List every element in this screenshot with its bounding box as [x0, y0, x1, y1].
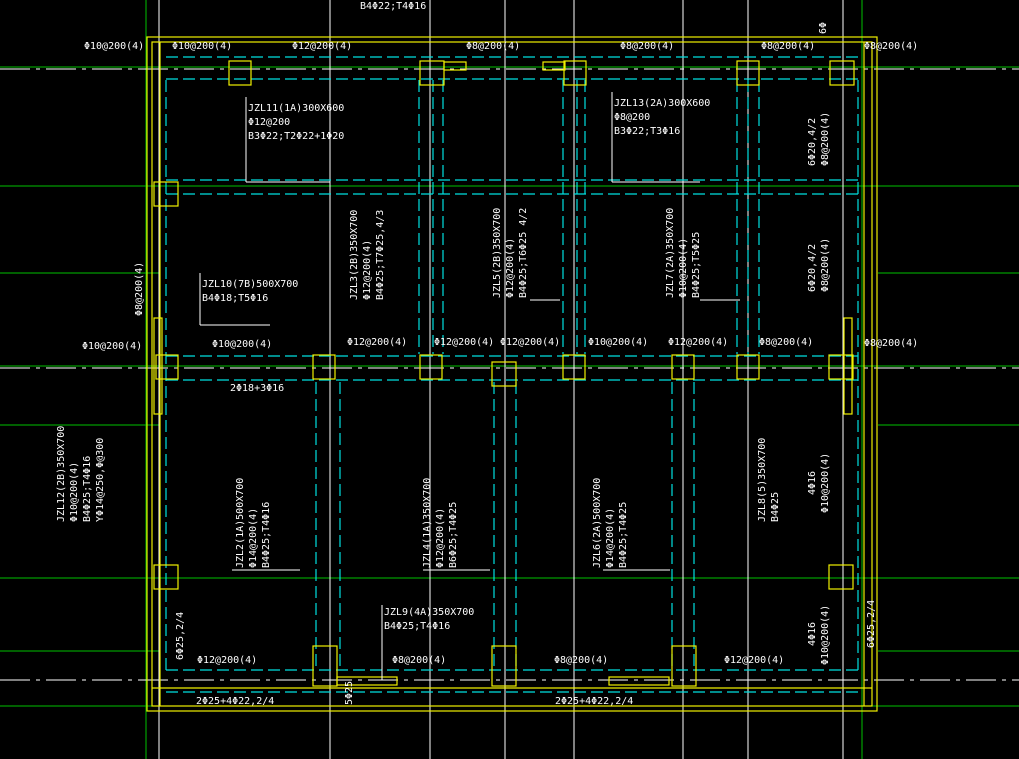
jzl5-line3: B4Φ25;T6Φ25 4/2	[518, 208, 529, 298]
outer-walls	[146, 36, 878, 712]
stirrup-top-b: Φ10@200(4)	[172, 41, 232, 52]
bar-bot-b: 2Φ25+4Φ22,2/4	[555, 696, 633, 707]
jzl3-line2: Φ12@200(4)	[362, 240, 373, 300]
stirrup-bot-d: Φ12@200(4)	[724, 655, 784, 666]
stirrup-top-f: Φ8@200(4)	[761, 41, 815, 52]
jzl5-line2: Φ12@200(4)	[505, 238, 516, 298]
stirrup-mid-b: Φ10@200(4)	[212, 339, 272, 350]
jzl12-line3: B4Φ25;T4Φ16	[82, 456, 93, 522]
right-bot-a-line1: 4Φ16	[807, 622, 818, 646]
bottom-bar-c: 5Φ25	[344, 681, 355, 705]
right-mid-line1: 6Φ20,4/2	[807, 244, 818, 292]
left-side-stirrup: Φ8@200(4)	[134, 262, 145, 316]
leader-lines	[199, 92, 740, 680]
right-bot-b: 6Φ25,2/4	[866, 600, 877, 648]
stirrup-top-e: Φ8@200(4)	[620, 41, 674, 52]
columns	[153, 60, 855, 687]
top-cut-label: B4Φ22;T4Φ16	[360, 1, 426, 12]
jzl2-line2: Φ14@200(4)	[248, 508, 259, 568]
stirrup-mid-g: Φ8@200(4)	[759, 337, 813, 348]
jzl6-line2: Φ14@200(4)	[605, 508, 616, 568]
jzl11-line1: JZL11(1A)300X600	[248, 103, 344, 114]
jzl4-line1: JZL4(1A)350X700	[422, 478, 433, 568]
jzl3-line3: B4Φ25;T7Φ25,4/3	[375, 210, 386, 300]
stirrup-bot-a: Φ12@200(4)	[197, 655, 257, 666]
jzl11-line2: Φ12@200	[248, 117, 290, 128]
jzl13-line3: B3Φ22;T3Φ16	[614, 126, 680, 137]
vertical-labels: 6Φ Φ8@200(4) JZL3(2B)350X700 Φ12@200(4) …	[56, 22, 877, 705]
jzl2-line1: JZL2(1A)500X700	[235, 478, 246, 568]
jzl12-line2: Φ10@200(4)	[69, 462, 80, 522]
jzl12-line1: JZL12(2B)350X700	[56, 426, 67, 522]
stirrup-bot-c: Φ8@200(4)	[554, 655, 608, 666]
jzl9-line1: JZL9(4A)350X700	[384, 607, 474, 618]
left-bottom-bar: 6Φ25,2/4	[175, 612, 186, 660]
right-mid-line2: Φ8@200(4)	[820, 238, 831, 292]
stirrup-mid-f: Φ12@200(4)	[668, 337, 728, 348]
stirrup-mid-e: Φ10@200(4)	[588, 337, 648, 348]
horizontal-labels: B4Φ22;T4Φ16 Φ10@200(4) Φ10@200(4) Φ12@20…	[82, 1, 918, 707]
top-right-cut: 6Φ	[818, 22, 829, 34]
jzl2-line3: B4Φ25;T4Φ16	[261, 502, 272, 568]
jzl7-line2: Φ10@200(4)	[678, 238, 689, 298]
jzl6-line1: JZL6(2A)500X700	[592, 478, 603, 568]
stirrup-top-a: Φ10@200(4)	[84, 41, 144, 52]
stirrup-top-d: Φ8@200(4)	[466, 41, 520, 52]
stirrup-mid-c: Φ12@200(4)	[347, 337, 407, 348]
right-top-line2: Φ8@200(4)	[820, 112, 831, 166]
jzl10-line1: JZL10(7B)500X700	[202, 279, 298, 290]
stirrup-top-c: Φ12@200(4)	[292, 41, 352, 52]
jzl13-line1: JZL13(2A)300X600	[614, 98, 710, 109]
jzl12-line4: YΦ14@250,Φ@300	[95, 438, 106, 522]
stirrup-mid-d: Φ12@200(4)	[434, 337, 494, 348]
jzl8-line1: JZL8(5)350X700	[757, 438, 768, 522]
jzl8-line2: B4Φ25	[770, 492, 781, 522]
stirrup-bot-b: Φ8@200(4)	[392, 655, 446, 666]
jzl10-line2: B4Φ18;T5Φ16	[202, 293, 268, 304]
stirrup-mid-d2: Φ12@200(4)	[500, 337, 560, 348]
jzl11-line3: B3Φ22;T2Φ22+1Φ20	[248, 131, 344, 142]
bar-mid-label: 2Φ18+3Φ16	[230, 383, 284, 394]
jzl9-line2: B4Φ25;T4Φ16	[384, 621, 450, 632]
right-bot-a-line2: Φ10@200(4)	[820, 605, 831, 665]
jzl13-line2: Φ8@200	[614, 112, 650, 123]
jzl7-line3: B4Φ25;T5Φ25	[691, 232, 702, 298]
right-low-line2: Φ10@200(4)	[820, 453, 831, 513]
beam-lines	[165, 56, 860, 693]
jzl6-line3: B4Φ25;T4Φ25	[618, 502, 629, 568]
jzl7-line1: JZL7(2A)350X700	[665, 208, 676, 298]
jzl5-line1: JZL5(2B)350X700	[492, 208, 503, 298]
stirrup-mid-h: Φ8@200(4)	[864, 338, 918, 349]
stirrup-mid-a: Φ10@200(4)	[82, 341, 142, 352]
right-low-line1: 4Φ16	[807, 471, 818, 495]
right-top-line1: 6Φ20,4/2	[807, 118, 818, 166]
bar-bot-a: 2Φ25+4Φ22,2/4	[196, 696, 274, 707]
jzl4-line3: B6Φ25;T4Φ25	[448, 502, 459, 568]
stirrup-top-g: Φ8@200(4)	[864, 41, 918, 52]
jzl4-line2: Φ12@200(4)	[435, 508, 446, 568]
jzl3-line1: JZL3(2B)350X700	[349, 210, 360, 300]
